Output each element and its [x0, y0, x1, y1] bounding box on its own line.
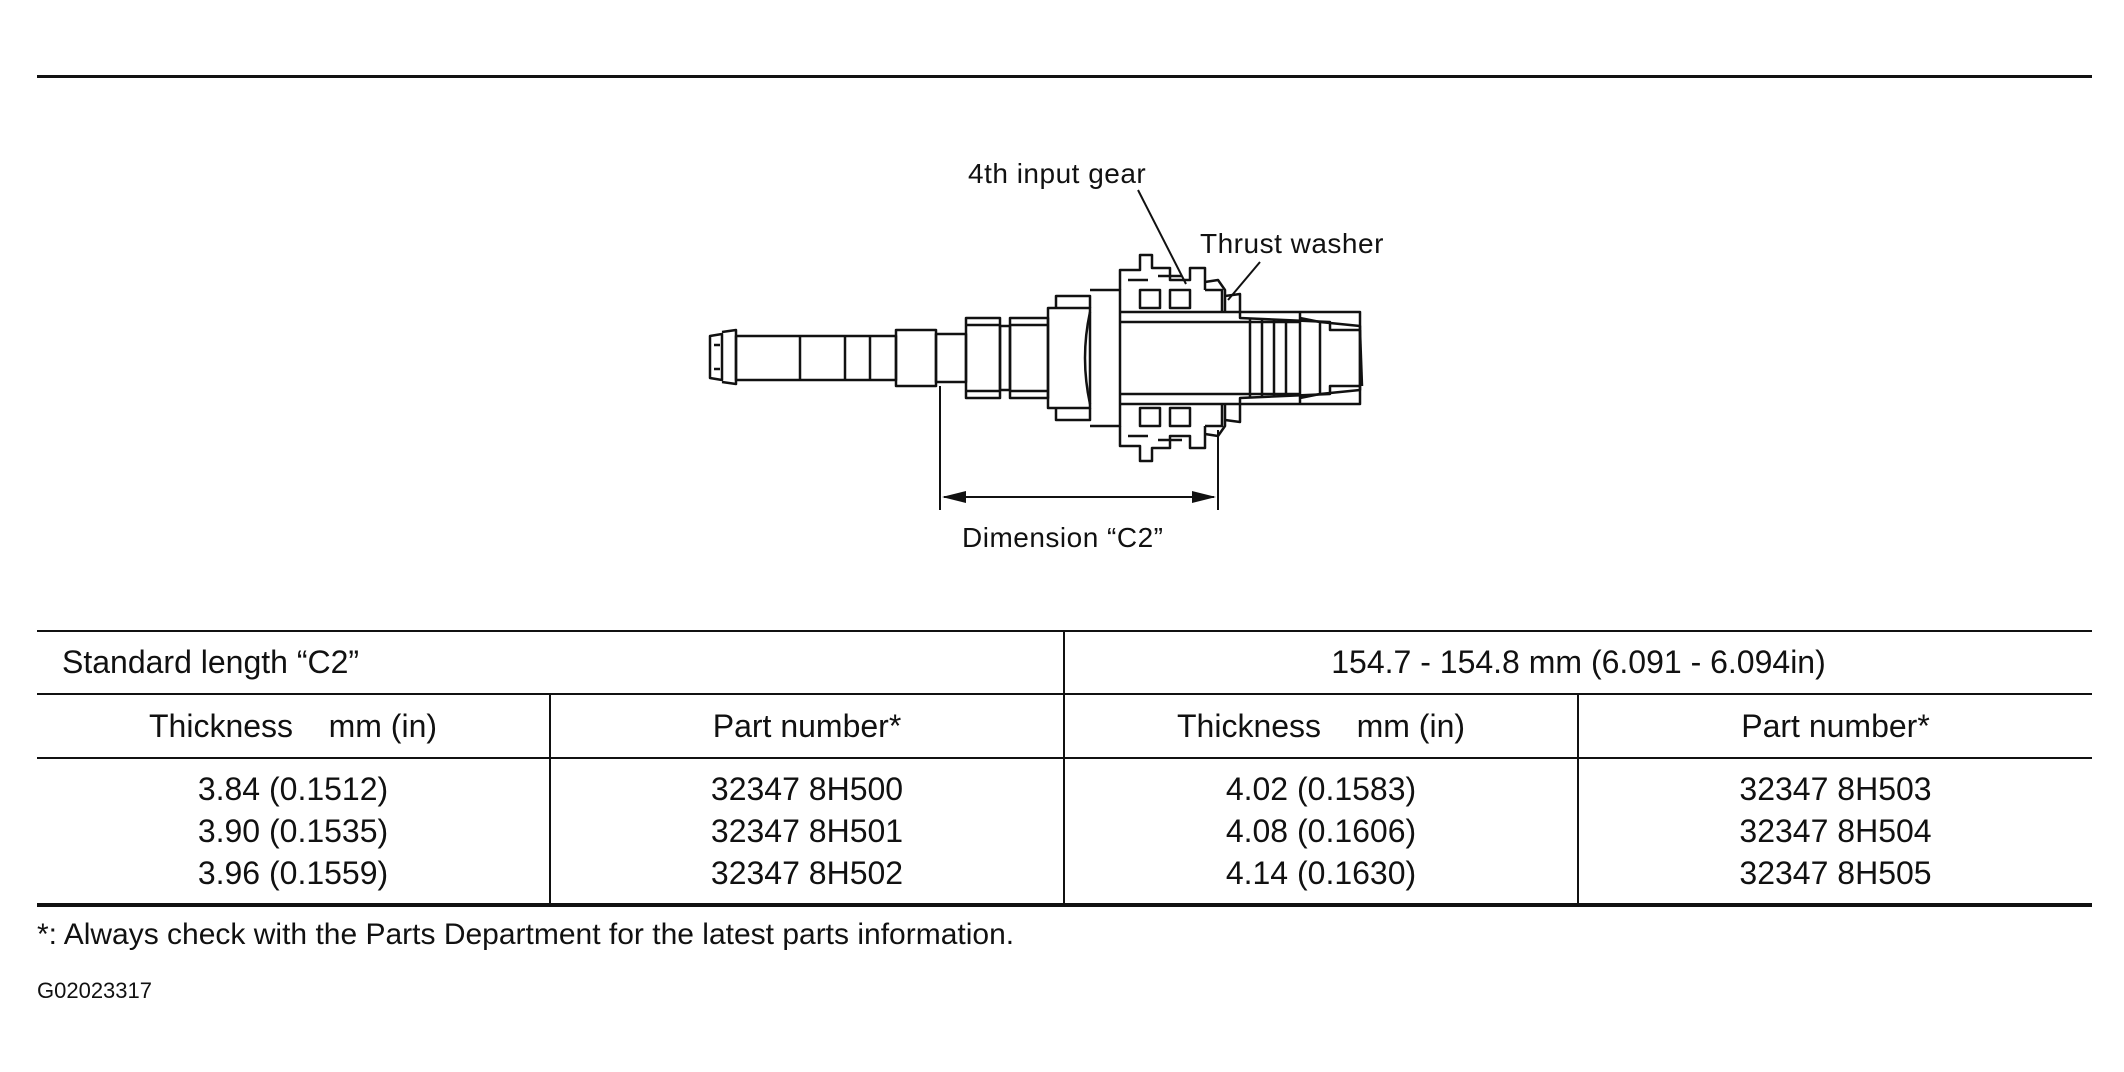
- table-header-row: Thickness mm (in) Part number* Thickness…: [37, 694, 2092, 759]
- column-header: Thickness mm (in): [37, 694, 550, 759]
- table-cell: 3.96 (0.1559): [197, 855, 389, 891]
- shaft-diagram: 4th input gear Thrust washer Dimension “…: [708, 158, 1384, 553]
- table-cell: 4.02 (0.1583): [1225, 771, 1417, 807]
- table-cell: 3.84 (0.1512): [197, 771, 389, 807]
- table-cell: 4.14 (0.1630): [1225, 855, 1417, 891]
- table-cell: 32347 8H505: [1739, 855, 1932, 891]
- table-cell: 32347 8H503: [1739, 771, 1932, 807]
- thickness-column-2: 4.02 (0.1583) 4.08 (0.1606) 4.14 (0.1630…: [1063, 758, 1578, 907]
- column-header: Part number*: [1577, 694, 2092, 759]
- top-rule: [37, 75, 2092, 78]
- standard-length-value: 154.7 - 154.8 mm (6.091 - 6.094in): [1063, 630, 2092, 695]
- column-header: Part number*: [549, 694, 1064, 759]
- part-number-column-1: 32347 8H500 32347 8H501 32347 8H502: [549, 758, 1064, 907]
- part-number-column-2: 32347 8H503 32347 8H504 32347 8H505: [1577, 758, 2092, 907]
- figure-code: G02023317: [37, 978, 152, 1003]
- footnote: *: Always check with the Parts Departmen…: [37, 918, 1015, 951]
- standard-length-label: Standard length “C2”: [37, 630, 1064, 695]
- table-cell: 32347 8H500: [710, 771, 904, 807]
- table-cell: 32347 8H501: [710, 813, 904, 849]
- table-cell: 4.08 (0.1606): [1225, 813, 1417, 849]
- column-header: Thickness mm (in): [1063, 694, 1578, 759]
- thrust-washer-label: Thrust washer: [1200, 228, 1384, 259]
- table-cell: 3.90 (0.1535): [197, 813, 389, 849]
- table-cell: 32347 8H504: [1739, 813, 1932, 849]
- table-cell: 32347 8H502: [710, 855, 904, 891]
- dimension-label: Dimension “C2”: [962, 522, 1164, 553]
- shaft-drawing: [708, 189, 1364, 510]
- gear-label: 4th input gear: [968, 158, 1147, 189]
- thickness-column-1: 3.84 (0.1512) 3.90 (0.1535) 3.96 (0.1559…: [37, 758, 550, 907]
- table-body-row: 3.84 (0.1512) 3.90 (0.1535) 3.96 (0.1559…: [37, 758, 2092, 907]
- standard-length-row: Standard length “C2” 154.7 - 154.8 mm (6…: [37, 630, 2092, 695]
- spec-table: Standard length “C2” 154.7 - 154.8 mm (6…: [37, 630, 2092, 907]
